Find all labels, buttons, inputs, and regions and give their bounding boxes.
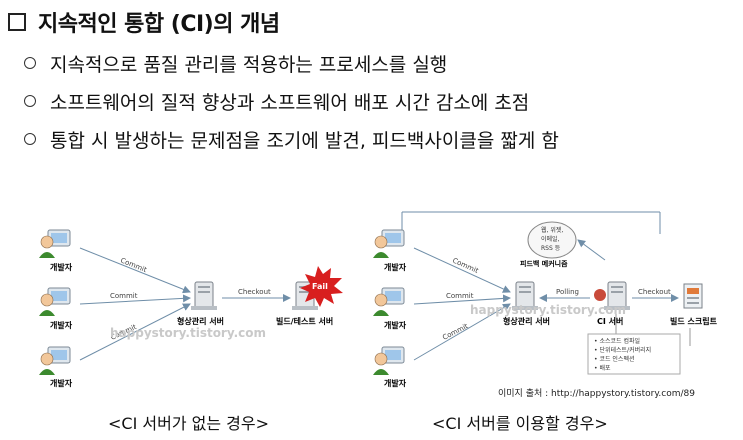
- checkout-label: Checkout: [638, 288, 671, 296]
- dev-label: 개발자: [384, 378, 407, 388]
- fail-label: Fail: [312, 282, 328, 291]
- left-diagram: 개발자 개발자 개발자 Commit Commit Commit 형상관리 서버…: [38, 229, 343, 388]
- circle-bullet-icon: [24, 95, 36, 107]
- circle-bullet-icon: [24, 133, 36, 145]
- script-label: 빌드 스크립트: [670, 316, 718, 326]
- ci-diagram: 개발자 개발자 개발자 Commit Commit Commit 형상관리 서버…: [38, 211, 718, 399]
- developer-icon: [38, 346, 71, 376]
- repo-server-icon: [190, 281, 218, 311]
- dev-label: 개발자: [384, 320, 407, 330]
- circle-bullet-icon: [24, 57, 36, 69]
- repo-label: 형상관리 서버: [503, 316, 550, 326]
- right-diagram: 웹, 위젯, 이메일, RSS 등 피드백 메커니즘 개발자 개발자 개발자 C…: [372, 211, 718, 399]
- commit-label: Commit: [446, 292, 474, 300]
- bullet-item: 지속적으로 품질 관리를 적용하는 프로세스를 실행: [24, 44, 559, 82]
- bullet-text: 통합 시 발생하는 문제점을 조기에 발견, 피드백사이클을 짧게 함: [50, 129, 559, 152]
- developer-icon: [38, 287, 71, 317]
- developer-icon: [372, 346, 405, 376]
- commit-label: Commit: [110, 292, 138, 300]
- feedback-bubble-line: RSS 등: [541, 245, 561, 252]
- dev-label: 개발자: [50, 320, 73, 330]
- process-item: • 코드 인스펙션: [594, 355, 634, 363]
- commit-label: Commit: [119, 256, 148, 274]
- commit-label: Commit: [451, 257, 480, 276]
- process-item: • 배포: [594, 364, 611, 372]
- bullet-text: 소프트웨어의 질적 향상과 소프트웨어 배포 시간 감소에 초점: [50, 91, 530, 114]
- image-source: 이미지 출처 : http://happystory.tistory.com/8…: [498, 387, 695, 399]
- dev-label: 개발자: [384, 262, 407, 272]
- dev-label: 개발자: [50, 378, 73, 388]
- checkout-label: Checkout: [238, 288, 271, 296]
- developer-icon: [372, 287, 405, 317]
- feedback-label: 피드백 메커니즘: [520, 259, 568, 268]
- fail-burst-icon: [300, 266, 343, 307]
- bullet-item: 소프트웨어의 질적 향상과 소프트웨어 배포 시간 감소에 초점: [24, 82, 559, 120]
- polling-label: Polling: [556, 288, 579, 296]
- right-caption: <CI 서버를 이용할 경우>: [432, 414, 608, 433]
- commit-label: Commit: [441, 322, 469, 342]
- developer-icon: [372, 229, 405, 259]
- dev-label: 개발자: [50, 262, 73, 272]
- repo-label: 형상관리 서버: [177, 316, 224, 326]
- process-list-box: [587, 333, 681, 375]
- checkbox-square-icon: [8, 13, 26, 31]
- bullet-list: 지속적으로 품질 관리를 적용하는 프로세스를 실행 소프트웨어의 질적 향상과…: [24, 44, 559, 158]
- ci-label: CI 서버: [597, 316, 623, 326]
- feedback-bubble-line: 이메일,: [541, 235, 560, 243]
- script-icon: [683, 283, 703, 309]
- bullet-item: 통합 시 발생하는 문제점을 조기에 발견, 피드백사이클을 짧게 함: [24, 120, 559, 158]
- bullet-text: 지속적으로 품질 관리를 적용하는 프로세스를 실행: [50, 53, 448, 76]
- jenkins-icon: [594, 289, 606, 301]
- feedback-bubble: [527, 221, 577, 259]
- feedback-bubble-line: 웹, 위젯,: [541, 226, 563, 234]
- title-row: 지속적인 통합 (CI)의 개념: [8, 6, 280, 38]
- left-caption: <CI 서버가 없는 경우>: [108, 414, 270, 433]
- developer-icon: [38, 229, 71, 259]
- watermark: happystory.tistory.com: [470, 303, 626, 317]
- build-label: 빌드/테스트 서버: [276, 316, 333, 326]
- process-item: • 단위테스트/커버리지: [594, 346, 651, 354]
- process-item: • 소스코드 컴파일: [594, 337, 640, 345]
- watermark: happystory.tistory.com: [110, 326, 266, 340]
- page-title: 지속적인 통합 (CI)의 개념: [38, 12, 280, 37]
